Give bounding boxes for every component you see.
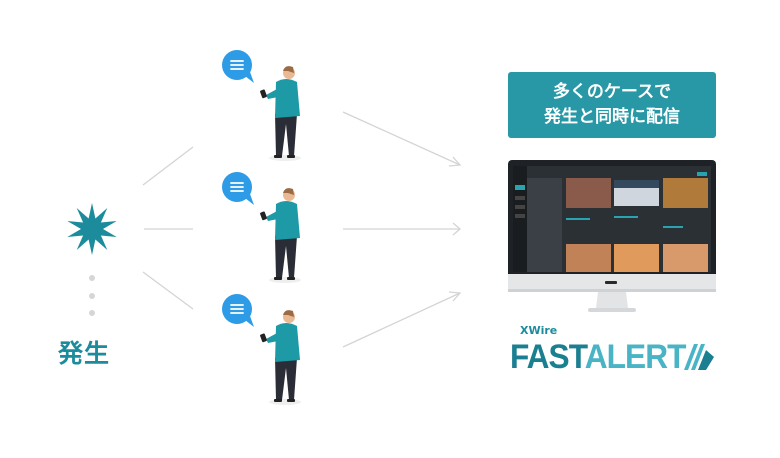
arrow-middle (343, 222, 461, 236)
fastalert-logo-mark (684, 344, 714, 370)
logo-alert: ALERT (584, 338, 687, 376)
recipient-person (222, 294, 301, 405)
app-screenshot (513, 166, 711, 272)
logo-xwire: XWire (520, 324, 558, 337)
person-figure (260, 310, 301, 405)
arrow-top (342, 111, 462, 167)
origin-connector-lines (142, 146, 194, 310)
headline-line-1: 多くのケースで (552, 82, 672, 102)
logo-fast: FAST (510, 338, 586, 376)
starburst-icon (67, 203, 117, 255)
recipient-person (222, 50, 301, 161)
person-figure (260, 66, 301, 161)
recipient-person (222, 172, 301, 283)
ellipsis-dots (89, 275, 95, 316)
chat-bubble-icon (222, 50, 254, 83)
chat-bubble-icon (222, 172, 254, 205)
origin-label: 発生 (58, 339, 111, 368)
arrow-bottom (342, 291, 462, 348)
chat-bubble-icon (222, 294, 254, 327)
delivery-arrows (342, 111, 462, 348)
headline-line-2: 発生と同時に配信 (544, 107, 680, 127)
headline-banner: 多くのケースで 発生と同時に配信 (508, 72, 716, 138)
monitor-illustration (508, 160, 716, 312)
logo-fastalert: FASTALERT (510, 338, 687, 376)
person-figure (260, 188, 301, 283)
